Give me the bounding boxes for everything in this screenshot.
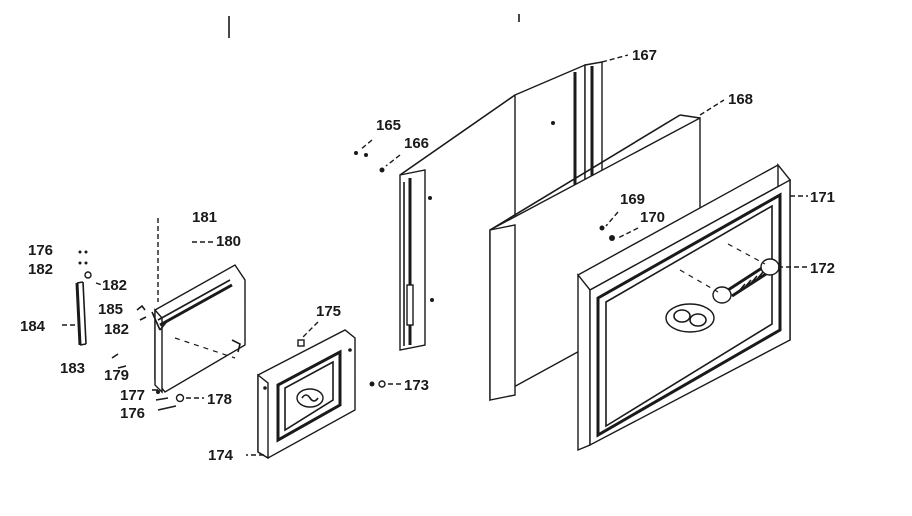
- part-173-screw: [369, 380, 402, 388]
- callout-174: 174: [208, 447, 234, 464]
- part-184-latch-bracket: [75, 250, 92, 346]
- callout-182-right: 182: [102, 277, 127, 294]
- leader-169: [605, 211, 619, 227]
- part-165-166-screws: [354, 151, 385, 173]
- part-176-177-178-pins: [155, 393, 204, 411]
- part-180-broiler-inner-panel: [151, 264, 246, 394]
- leader-175: [301, 321, 319, 339]
- callout-leaders: [62, 54, 808, 456]
- callout-175: 175: [316, 303, 341, 320]
- callout-182-lower: 182: [104, 321, 129, 338]
- part-166-inner-door-liner: [399, 169, 434, 351]
- scan-marks: [228, 14, 520, 38]
- callout-172: 172: [810, 260, 835, 277]
- callout-166: 166: [404, 135, 429, 152]
- callout-167: 167: [632, 47, 657, 64]
- callout-170: 170: [640, 209, 665, 226]
- leader-170: [617, 227, 639, 239]
- callout-177: 177: [120, 387, 145, 404]
- callout-168: 168: [728, 91, 753, 108]
- callout-171: 171: [810, 189, 835, 206]
- part-174-broiler-door-outer: [257, 329, 356, 460]
- door-emblem-logo: [665, 303, 715, 333]
- small-hardware-parts: [111, 304, 158, 391]
- leader-166: [385, 154, 401, 167]
- callout-179: 179: [104, 367, 129, 384]
- callout-176-top: 176: [28, 242, 53, 259]
- callout-181: 181: [192, 209, 217, 226]
- callout-182-left: 182: [28, 261, 53, 278]
- callout-184: 184: [20, 318, 46, 335]
- callout-169: 169: [620, 191, 645, 208]
- callout-176-bottom: 176: [120, 405, 145, 422]
- callout-183: 183: [60, 360, 85, 377]
- callout-labels: 167 168 165 166 169 170 171 172 181 180 …: [20, 47, 835, 464]
- callout-165: 165: [376, 117, 401, 134]
- callout-185: 185: [98, 301, 123, 318]
- part-169-170-screws: [599, 225, 615, 241]
- leader-165: [359, 139, 373, 151]
- callout-178: 178: [207, 391, 232, 408]
- callout-173: 173: [404, 377, 429, 394]
- callout-180: 180: [216, 233, 241, 250]
